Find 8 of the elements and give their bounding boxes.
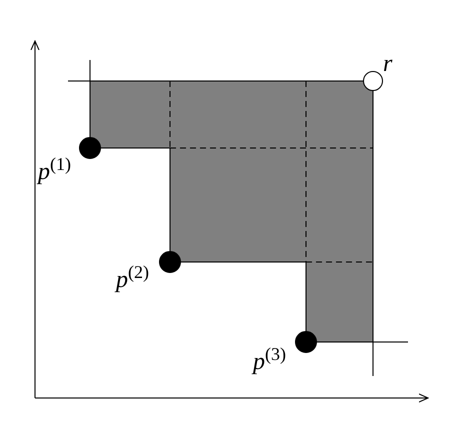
data-point — [159, 251, 181, 273]
data-point — [295, 331, 317, 353]
point-label: r — [383, 52, 392, 76]
data-point — [79, 137, 101, 159]
reference-point — [363, 71, 383, 91]
point-label: p$^{(3)}$ — [253, 350, 286, 374]
point-label: p$^{(1)}$ — [38, 160, 71, 184]
point-label: p$^{(2)}$ — [116, 268, 149, 292]
